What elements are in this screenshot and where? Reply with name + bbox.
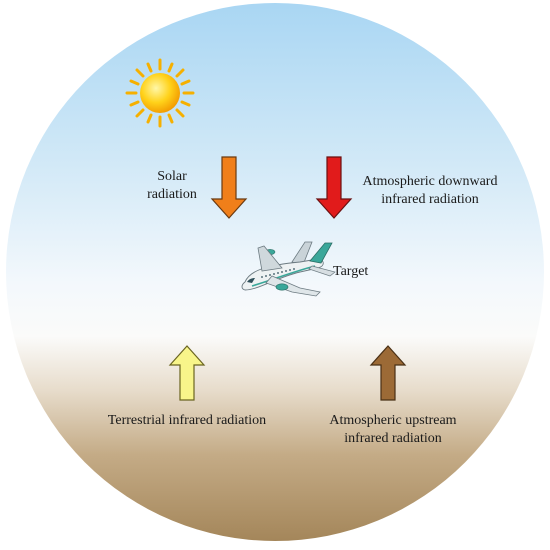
airplane-icon: [241, 241, 336, 297]
atm-up-label-line1: Atmospheric upstream: [329, 413, 456, 428]
solar-label-line1: Solar: [157, 169, 187, 184]
sun-icon: [125, 58, 195, 128]
atmospheric-upstream-arrow: [369, 345, 407, 401]
target-label: Target: [333, 264, 368, 279]
terrestrial-radiation-arrow: [168, 345, 206, 401]
solar-label-line2: radiation: [147, 187, 197, 202]
atmospheric-downward-arrow: [315, 156, 353, 219]
atm-down-label-line1: Atmospheric downward: [363, 174, 498, 189]
terrestrial-label: Terrestrial infrared radiation: [108, 413, 266, 428]
atm-down-label-line2: infrared radiation: [381, 192, 479, 207]
atm-up-label-line2: infrared radiation: [344, 431, 442, 446]
solar-radiation-arrow: [210, 156, 248, 219]
